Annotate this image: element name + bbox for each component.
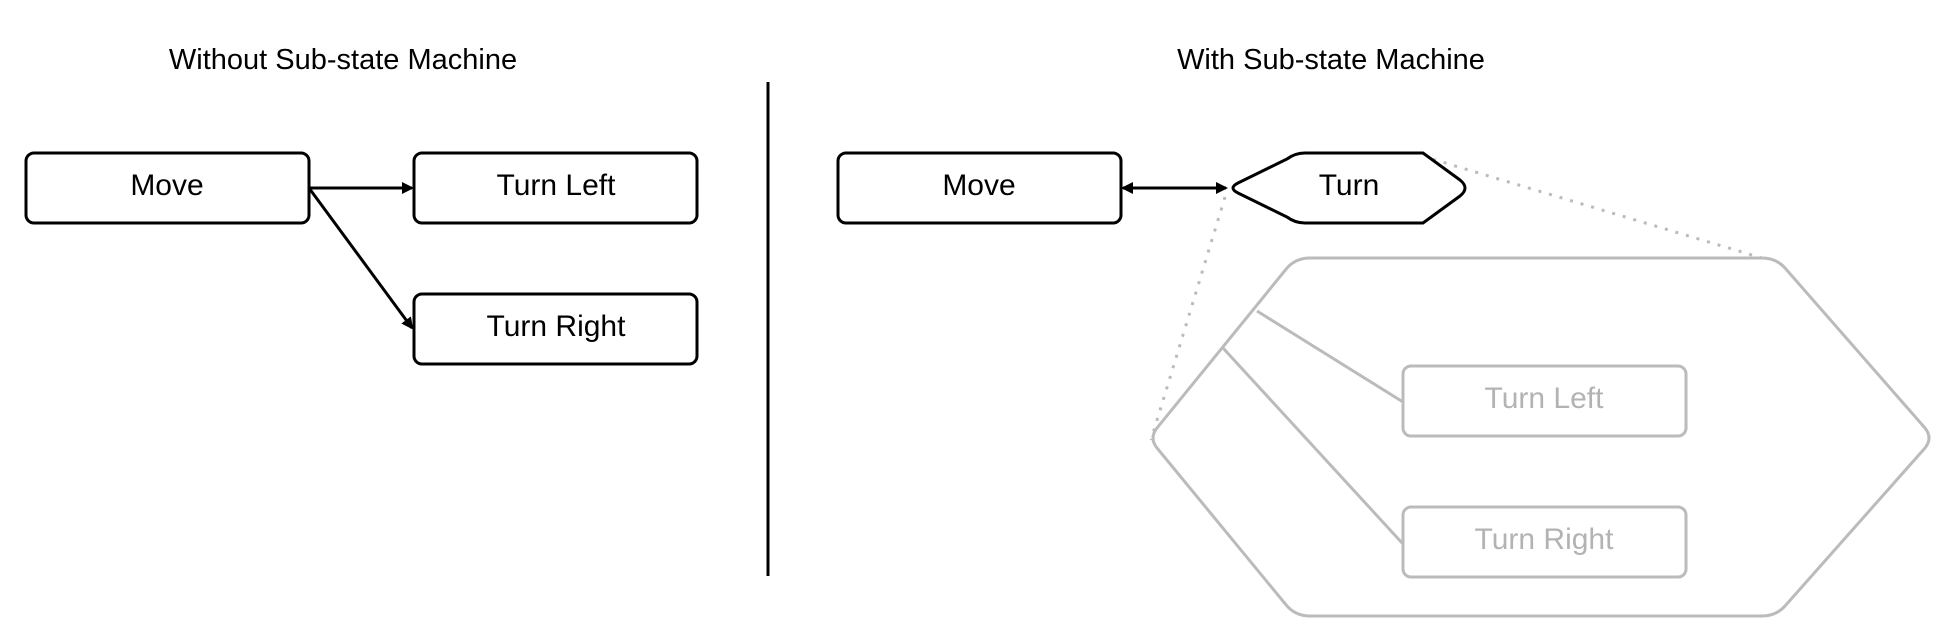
sub-state-turn-left[interactable]: Turn Left (1401, 364, 1688, 438)
transition-move-to-turn-right[interactable] (307, 187, 414, 330)
left-panel: Move Turn Left Turn Right (24, 151, 699, 366)
right-panel: Move Turn Turn Left Turn Right (836, 151, 1931, 618)
sub-state-turn-left-label: Turn Left (1485, 382, 1605, 415)
state-move-label: Move (130, 169, 203, 202)
state-turn-left-label: Turn Left (497, 169, 617, 202)
state-turn-left[interactable]: Turn Left (412, 151, 699, 225)
state-move[interactable]: Move (24, 151, 311, 225)
state-move-right[interactable]: Move (836, 151, 1123, 225)
substate-turn[interactable]: Turn (1231, 151, 1467, 225)
sub-transition-to-turn-right (1221, 346, 1405, 546)
zoom-line-left (1149, 196, 1227, 441)
state-turn-right[interactable]: Turn Right (412, 292, 699, 366)
state-turn-right-label: Turn Right (487, 310, 627, 343)
substate-machine-expanded: Turn Left Turn Right (1151, 256, 1931, 618)
sub-state-turn-right-label: Turn Right (1475, 523, 1615, 556)
left-title: Without Sub-state Machine (169, 44, 517, 76)
sub-state-turn-right[interactable]: Turn Right (1401, 505, 1688, 579)
substate-turn-label: Turn (1319, 169, 1380, 202)
state-move-right-label: Move (942, 169, 1015, 202)
right-title: With Sub-state Machine (1177, 44, 1485, 76)
zoom-line-right (1411, 151, 1763, 260)
sub-transition-to-turn-left (1256, 309, 1404, 404)
